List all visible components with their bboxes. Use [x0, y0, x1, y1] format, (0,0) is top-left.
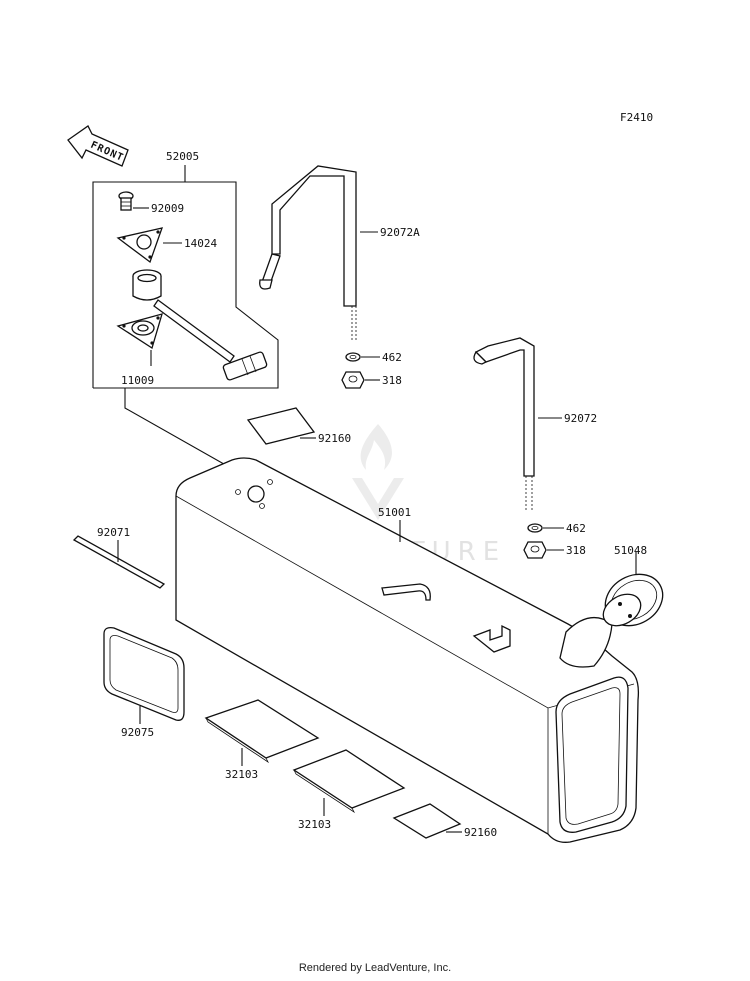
part-label-318-upper: 318 — [382, 374, 402, 387]
figure-code: F2410 — [620, 111, 653, 124]
washer-462-lower: 462 — [527, 522, 586, 535]
pad-92160-lower: 92160 — [392, 803, 497, 839]
part-label-92160-lower: 92160 — [464, 826, 497, 839]
sheet-32103-left: 32103 — [204, 699, 320, 781]
pad-92075: 92075 — [103, 626, 185, 739]
fuel-gauge-sender — [132, 269, 268, 381]
part-label-32103-left: 32103 — [225, 768, 258, 781]
strap-92072A: 92072A — [259, 165, 420, 340]
part-label-462-upper: 462 — [382, 351, 402, 364]
footer-credit: Rendered by LeadVenture, Inc. — [298, 962, 452, 974]
part-label-92071: 92071 — [97, 526, 130, 539]
part-label-51001: 51001 — [378, 506, 411, 519]
part-label-92009: 92009 — [151, 202, 184, 215]
part-label-92075: 92075 — [121, 726, 154, 739]
part-label-51048: 51048 — [614, 544, 647, 557]
part-label-32103-right: 32103 — [298, 818, 331, 831]
plate-14024: 14024 — [116, 227, 217, 264]
strap-92072: 92072 — [473, 337, 597, 512]
sheet-32103-right: 32103 — [292, 749, 406, 831]
assembly-leader-line — [124, 388, 239, 473]
part-label-92072A: 92072A — [380, 226, 420, 239]
plate-11009: 11009 — [116, 313, 163, 387]
front-direction-arrow: FRONT — [67, 125, 129, 167]
part-label-92072: 92072 — [564, 412, 597, 425]
part-label-318-lower: 318 — [566, 544, 586, 557]
nut-318-lower: 318 — [523, 541, 586, 559]
part-label-14024: 14024 — [184, 237, 217, 250]
part-label-462-lower: 462 — [566, 522, 586, 535]
washer-462-upper: 462 — [345, 351, 402, 364]
strip-92071: 92071 — [72, 526, 166, 589]
assembly-52005-bracket: 52005 — [92, 150, 279, 389]
part-label-92160-upper: 92160 — [318, 432, 351, 445]
part-label-52005: 52005 — [166, 150, 199, 163]
part-label-11009: 11009 — [121, 374, 154, 387]
nut-318-upper: 318 — [341, 371, 402, 389]
screw-92009: 92009 — [118, 191, 184, 215]
filler-cap-51048: 51048 — [602, 544, 664, 627]
pad-92160-upper: 92160 — [246, 407, 351, 445]
fuel-tank-51001: 51001 — [175, 457, 640, 843]
